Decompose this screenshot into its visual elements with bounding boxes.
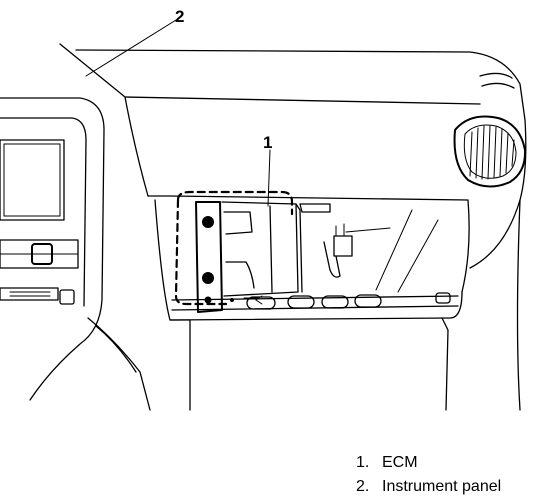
ecm-unit <box>195 201 303 313</box>
legend: 1. ECM 2. Instrument panel <box>356 451 501 499</box>
center-console <box>0 97 151 411</box>
leader-line-2 <box>85 19 177 77</box>
air-vent <box>453 115 527 188</box>
legend-item: 2. Instrument panel <box>356 475 501 499</box>
callout-2: 2 <box>175 7 184 26</box>
instrument-panel <box>59 43 527 411</box>
legend-item: 1. ECM <box>356 451 501 475</box>
glove-box-opening <box>147 195 470 411</box>
callout-1: 1 <box>263 133 272 152</box>
legend-number: 1. <box>356 454 370 471</box>
leader-line-1 <box>267 149 271 207</box>
legend-number: 2. <box>356 478 370 495</box>
legend-text: Instrument panel <box>382 478 502 495</box>
ecm-highlight-outline <box>174 190 294 306</box>
legend-text: ECM <box>382 454 418 471</box>
